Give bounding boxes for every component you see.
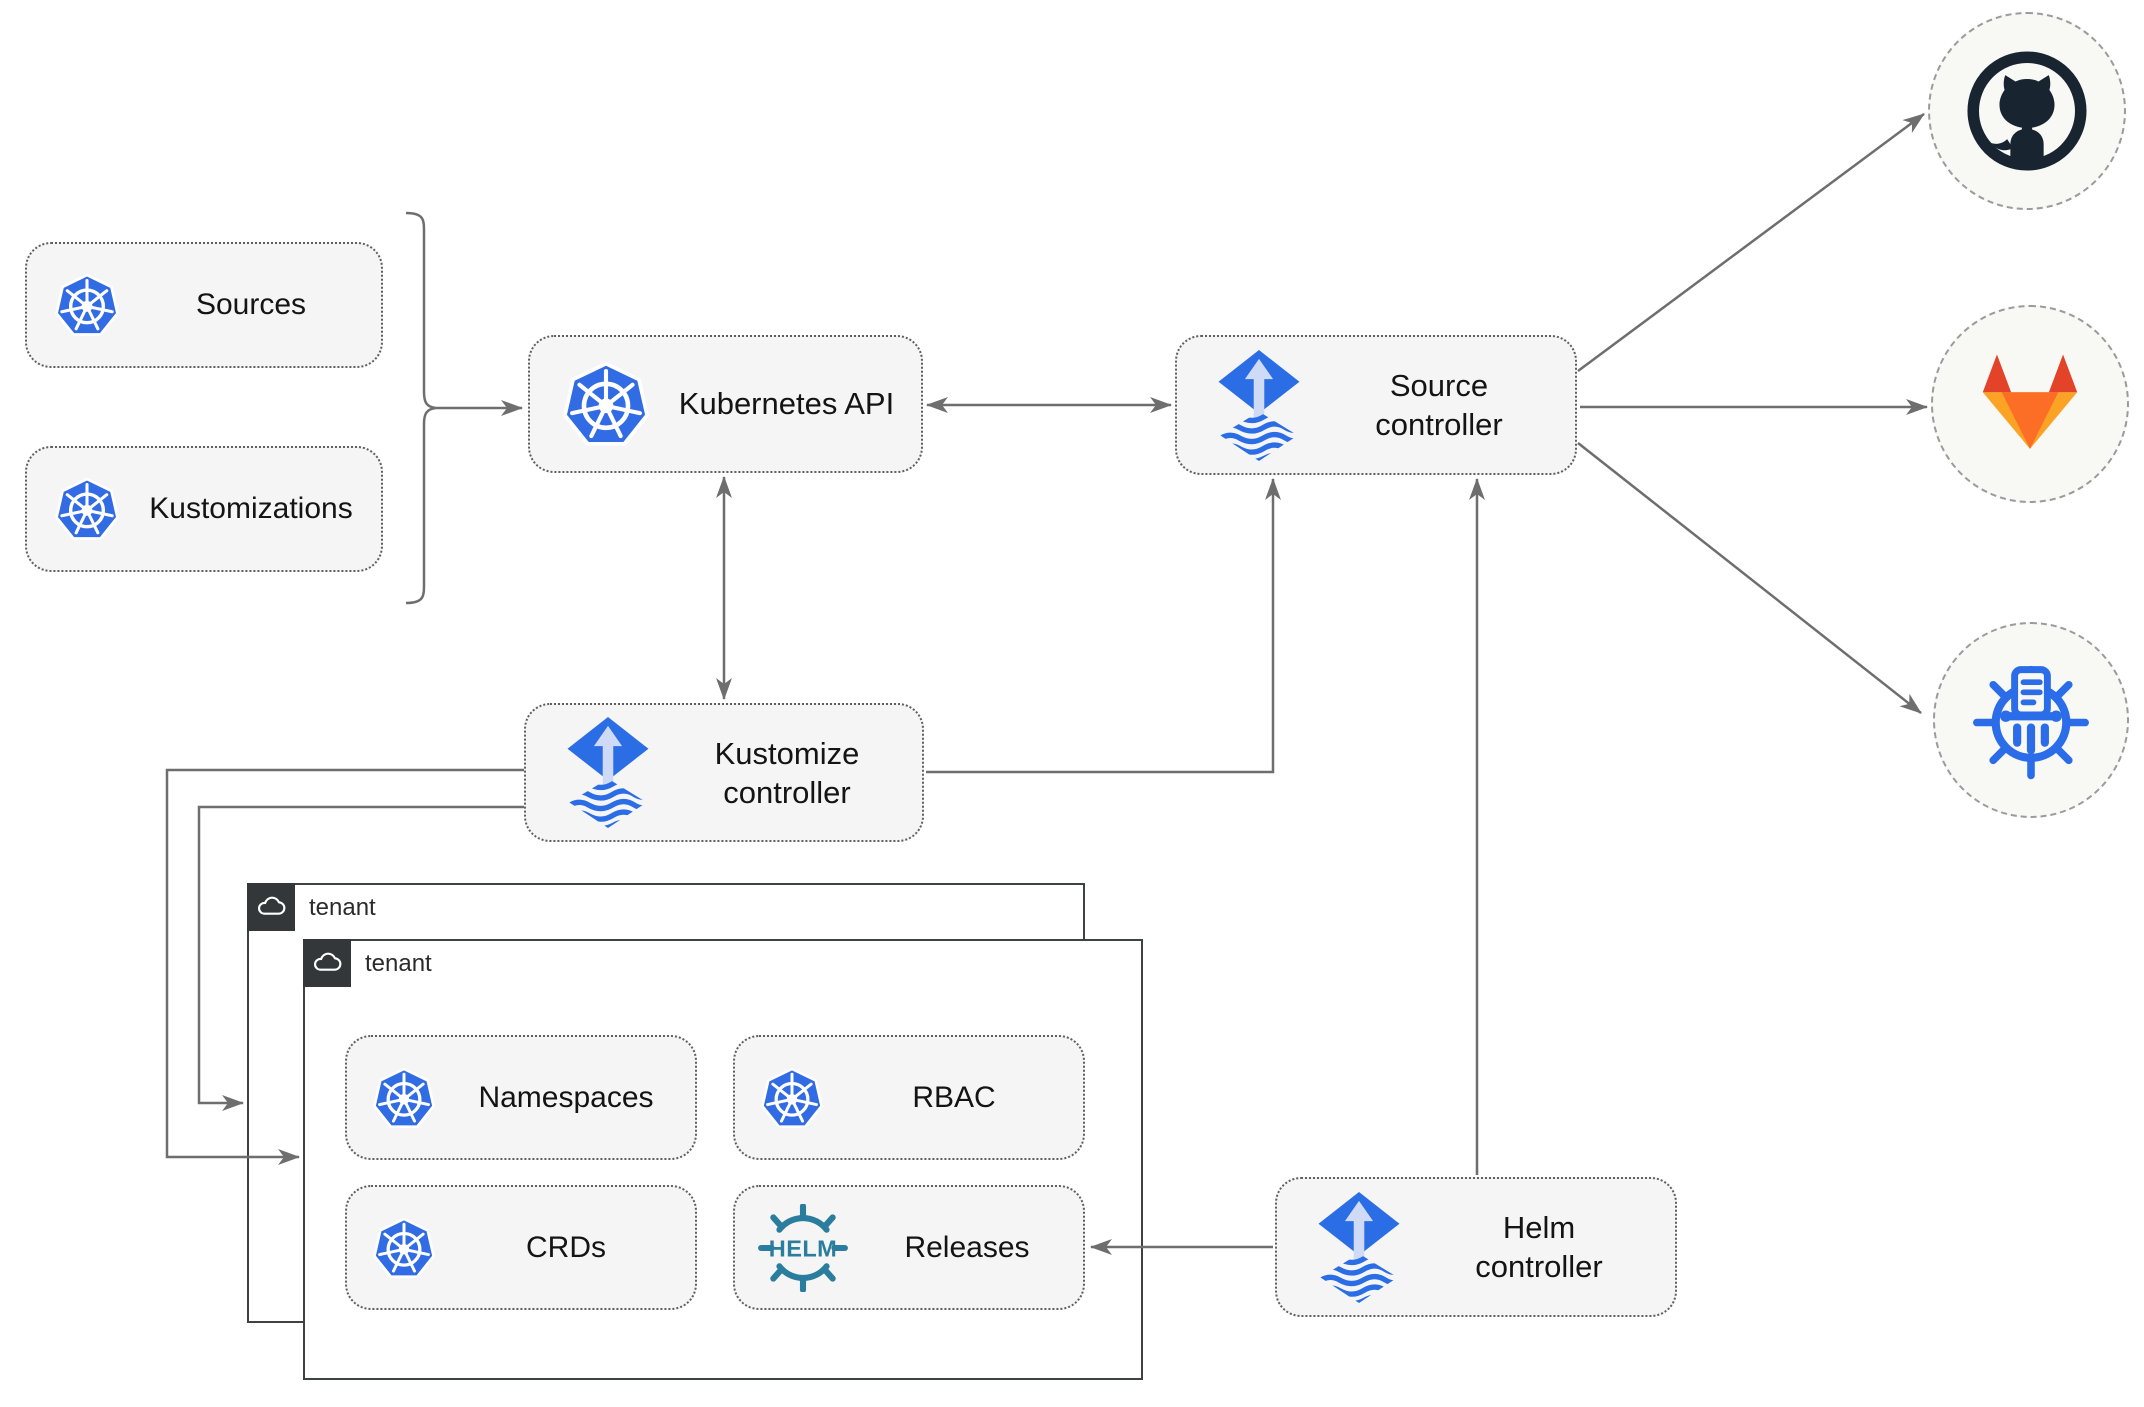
rbac-label: RBAC	[912, 1080, 996, 1114]
tenant-inner-label: tenant	[365, 950, 432, 977]
kustomizations-node[interactable]: Kustomizations	[25, 446, 383, 572]
connector-source-to-chartmuseum	[1577, 442, 1922, 714]
namespaces-node[interactable]: Namespaces	[345, 1035, 697, 1160]
kustomizations-label: Kustomizations	[149, 492, 353, 525]
kubernetes-icon	[53, 272, 121, 338]
namespaces-label: Namespaces	[478, 1080, 654, 1114]
flux-icon	[1215, 350, 1303, 461]
github-target[interactable]	[1928, 12, 2126, 210]
kubernetes-icon	[371, 1066, 437, 1130]
chartmuseum-target[interactable]	[1933, 622, 2129, 818]
tenant-inner-header	[302, 938, 351, 987]
flux-icon	[564, 717, 652, 828]
sources-node[interactable]: Sources	[25, 242, 383, 368]
flux-icon	[1315, 1192, 1403, 1303]
crds-label: CRDs	[526, 1230, 606, 1264]
sources-label: Sources	[195, 288, 307, 321]
kubernetes-icon	[759, 1066, 825, 1130]
tenant-outer-label: tenant	[309, 894, 376, 921]
kubernetes-icon	[560, 360, 652, 448]
cloud-icon	[257, 896, 285, 915]
rbac-node[interactable]: RBAC	[733, 1035, 1085, 1160]
github-icon	[1963, 47, 2091, 175]
helm-logo-text: HELM	[769, 1235, 837, 1261]
connector-kustomize-to-source	[926, 478, 1281, 774]
cloud-icon	[313, 952, 341, 971]
helm-icon: HELM	[755, 1204, 851, 1292]
gitlab-icon	[1982, 354, 2078, 449]
brace-left-resources	[405, 211, 437, 605]
kubernetes-icon	[371, 1216, 437, 1280]
kubernetes-api-label: Kubernetes API	[678, 386, 895, 421]
kubernetes-icon	[53, 476, 121, 542]
kubernetes-api-node[interactable]: Kubernetes API	[528, 335, 923, 473]
tenant-outer-header	[246, 882, 295, 931]
releases-label: Releases	[904, 1230, 1030, 1264]
gitlab-target[interactable]	[1931, 305, 2129, 503]
chartmuseum-icon	[1968, 657, 2094, 783]
releases-node[interactable]: HELM Releases	[733, 1185, 1085, 1310]
crds-node[interactable]: CRDs	[345, 1185, 697, 1310]
connector-source-to-github	[1577, 112, 1925, 373]
